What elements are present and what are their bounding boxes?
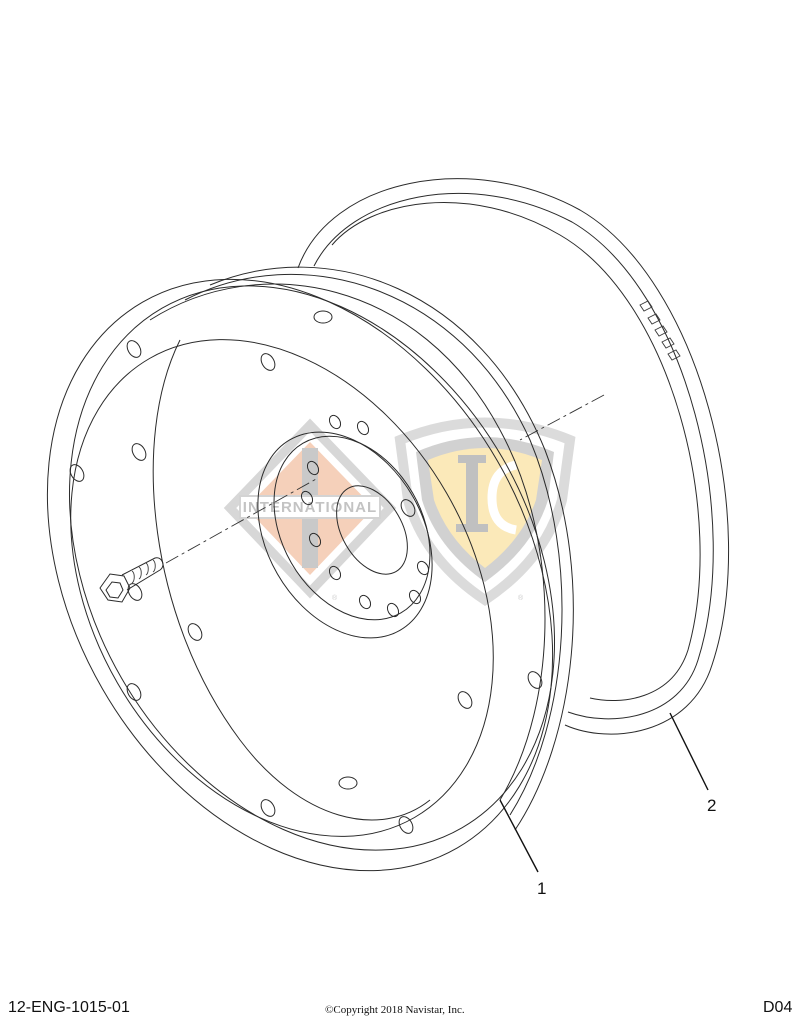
callout-1: 1 — [537, 879, 547, 898]
registered-mark-left: ® — [332, 594, 338, 602]
mounting-bolt — [99, 477, 319, 603]
figure-id: 12-ENG-1015-01 — [8, 999, 130, 1016]
leader-line-2 — [669, 712, 709, 791]
international-logo-text: INTERNATIONAL — [243, 499, 377, 516]
ring-gear-part-2 — [297, 178, 729, 735]
registered-mark-right: ® — [518, 594, 524, 602]
callout-2: 2 — [707, 796, 717, 815]
page-code: D04 — [763, 999, 793, 1016]
leader-line-1 — [499, 799, 539, 873]
flywheel-part-1 — [46, 266, 574, 872]
copyright-notice: ©Copyright 2018 Navistar, Inc. — [325, 1004, 465, 1016]
